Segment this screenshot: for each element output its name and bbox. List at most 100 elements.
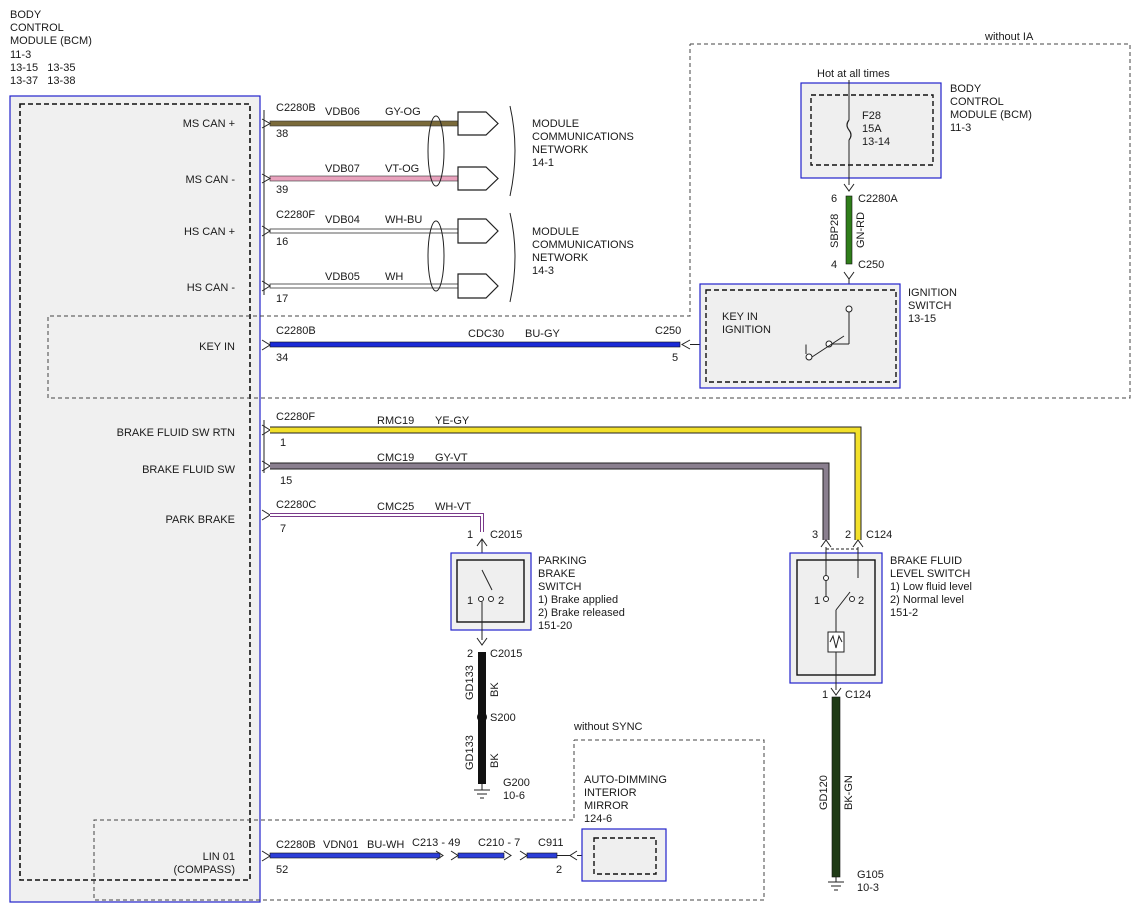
svg-text:15A: 15A [862,123,882,135]
ia-bcm-inner [810,94,934,166]
twisted-pair-symbols [427,115,445,292]
without-sync-region [93,739,765,901]
svg-text:YE-GY: YE-GY [435,415,470,427]
gd120-wire [831,696,841,878]
bcm-inner-boundary [19,103,251,881]
svg-text:5: 5 [672,352,678,364]
svg-text:BU-WH: BU-WH [367,839,404,851]
svg-text:7: 7 [280,523,286,535]
hs-can-plus-wire: C2280F VDB04 WH-BU 16 [269,209,461,248]
c124-pin-2: 2 [845,529,851,541]
hs-can-minus-wire: VDB05 WH 17 [269,271,461,305]
svg-text:C2280B: C2280B [276,325,316,337]
svg-text:NETWORK: NETWORK [532,252,589,264]
brake-fluid-sw-wire: CMC19 GY-VT 15 [270,452,830,540]
svg-text:BU-GY: BU-GY [525,328,561,340]
svg-text:VDB07: VDB07 [325,163,360,175]
svg-text:2) Brake released: 2) Brake released [538,607,625,619]
svg-text:SWITCH: SWITCH [538,581,581,593]
svg-text:C911: C911 [538,837,563,849]
svg-text:IGNITION: IGNITION [722,324,771,336]
bcm-ref-2: 13-15 13-35 [10,62,75,74]
splice-s200-label: S200 [490,712,516,724]
svg-text:COMMUNICATIONS: COMMUNICATIONS [532,239,634,251]
svg-text:BODY: BODY [950,83,982,95]
svg-text:NETWORK: NETWORK [532,144,589,156]
svg-text:14-1: 14-1 [532,157,554,169]
svg-text:CMC25: CMC25 [377,501,414,513]
svg-text:WH-VT: WH-VT [435,501,471,513]
svg-text:LEVEL SWITCH: LEVEL SWITCH [890,568,970,580]
g200-label: G200 [503,777,530,789]
mcn-bottom-label: MODULE COMMUNICATIONS NETWORK 14-3 [532,226,634,277]
bcm-module-box [9,95,261,903]
parking-brake-contact: 1 2 [467,569,504,640]
svg-text:CMC19: CMC19 [377,452,414,464]
g105-label: G105 [857,869,884,881]
ground-g200-symbol [474,784,490,799]
svg-text:14-3: 14-3 [532,265,554,277]
ia-bcm-label: BODY CONTROL MODULE (BCM) 11-3 [950,83,1032,134]
gd133-color-top: BK [489,682,501,697]
svg-text:C250: C250 [655,325,681,337]
svg-text:1: 1 [814,595,820,607]
svg-text:151-20: 151-20 [538,620,572,632]
bcm-title-3: MODULE (BCM) [10,35,92,47]
svg-text:C2280B: C2280B [276,102,316,114]
parking-brake-switch-label: PARKING BRAKE SWITCH 1) Brake applied 2)… [538,555,625,632]
svg-text:BRAKE FLUID: BRAKE FLUID [890,555,962,567]
svg-text:1) Low fluid level: 1) Low fluid level [890,581,972,593]
svg-text:C210 - 7: C210 - 7 [478,837,520,849]
svg-text:VDB04: VDB04 [325,214,360,226]
svg-text:C2280B: C2280B [276,839,316,851]
svg-text:34: 34 [276,352,288,364]
c2015-bottom-pin: 2 [467,648,473,660]
svg-text:MODULE (BCM): MODULE (BCM) [950,109,1032,121]
svg-text:WH: WH [385,271,403,283]
bcm-title-2: CONTROL [10,22,64,34]
pin-label-park-brake: PARK BRAKE [166,514,236,526]
svg-text:CDC30: CDC30 [468,328,504,340]
ignition-switch-contact [805,305,853,361]
bcm-pin-arrows [261,118,272,862]
c2015-bottom-label: C2015 [490,648,522,660]
bcm-ref-3: 13-37 13-38 [10,75,75,87]
svg-text:MODULE: MODULE [532,118,579,130]
svg-text:RMC19: RMC19 [377,415,414,427]
svg-text:39: 39 [276,184,288,196]
key-in-ignition-label: KEY IN IGNITION [722,311,771,336]
ignition-switch-label: IGNITION SWITCH 13-15 [908,287,957,325]
svg-text:124-6: 124-6 [584,813,612,825]
svg-text:38: 38 [276,128,288,140]
svg-text:WH-BU: WH-BU [385,214,422,226]
svg-text:15: 15 [280,475,292,487]
svg-text:VDB05: VDB05 [325,271,360,283]
svg-text:BRAKE: BRAKE [538,568,575,580]
svg-text:PARKING: PARKING [538,555,587,567]
svg-text:SWITCH: SWITCH [908,300,951,312]
pin-label-brake-fluid-sw: BRAKE FLUID SW [142,464,236,476]
svg-text:INTERIOR: INTERIOR [584,787,637,799]
sbp28-color: GN-RD [855,212,867,248]
parking-brake-switch-inner [456,559,525,623]
sbp28-circuit: SBP28 [829,214,841,248]
park-brake-wire: C2280C CMC25 WH-VT 7 [270,499,484,535]
svg-text:1) Brake applied: 1) Brake applied [538,594,618,606]
svg-text:1: 1 [467,595,473,607]
fuse-f28-symbol [846,119,852,141]
module-endpoints [457,111,499,299]
svg-text:16: 16 [276,236,288,248]
pin-label-key-in: KEY IN [199,341,235,353]
svg-text:13-14: 13-14 [862,136,890,148]
svg-text:13-15: 13-15 [908,313,936,325]
svg-text:VT-OG: VT-OG [385,163,419,175]
svg-text:2: 2 [498,595,504,607]
gd133-circuit-bottom: GD133 [464,735,476,770]
c2280a-label: C2280A [858,193,898,205]
svg-text:COMMUNICATIONS: COMMUNICATIONS [532,131,634,143]
svg-text:VDB06: VDB06 [325,106,360,118]
c2015-top-label: C2015 [490,529,522,541]
c250-label: C250 [858,259,884,271]
without-ia-label: without IA [984,31,1034,43]
